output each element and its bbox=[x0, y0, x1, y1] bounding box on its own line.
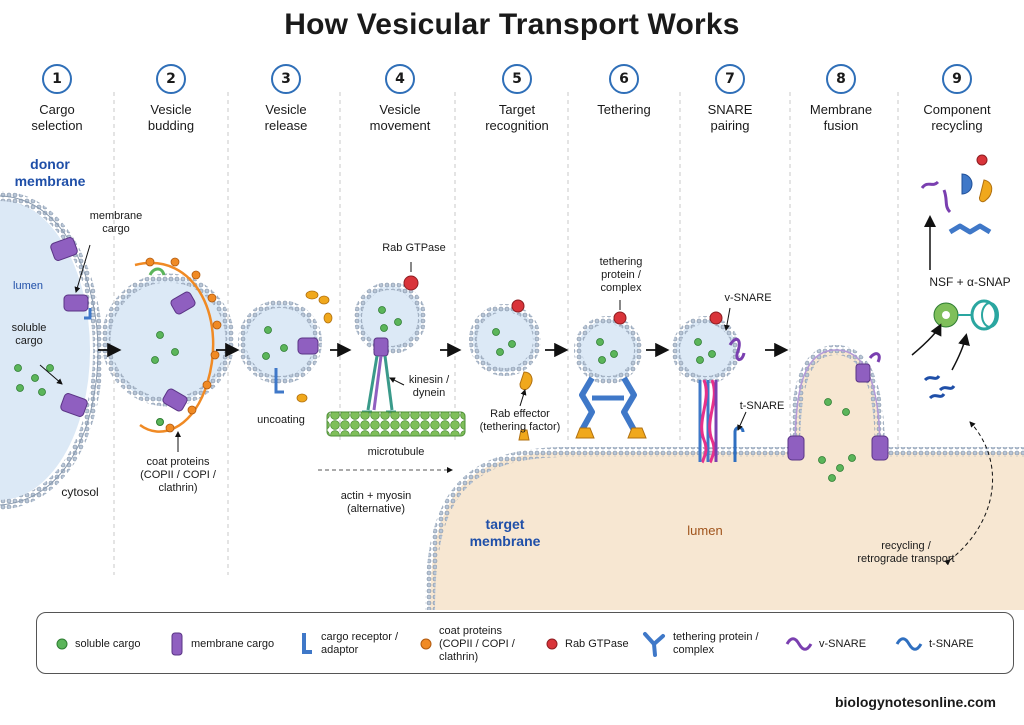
step-number: 4 bbox=[385, 64, 415, 94]
soluble-cargo-icon bbox=[56, 638, 68, 650]
motor-pointer bbox=[389, 377, 405, 386]
fusion-pore bbox=[787, 344, 889, 482]
v-snare-icon bbox=[785, 637, 813, 651]
step-label: Vesicle movement bbox=[369, 102, 431, 133]
legend-label: Rab GTPase bbox=[565, 637, 629, 650]
step-number: 5 bbox=[502, 64, 532, 94]
step-label: Vesicle budding bbox=[147, 102, 195, 133]
uncoating-label: uncoating bbox=[257, 414, 305, 426]
legend-label: t-SNARE bbox=[929, 637, 974, 650]
snare-vesicle bbox=[672, 311, 746, 464]
legend-label: cargo receptor / adaptor bbox=[321, 631, 399, 656]
step-number: 8 bbox=[826, 64, 856, 94]
soluble-cargo-pointer bbox=[39, 364, 63, 385]
step-label: Component recycling bbox=[923, 102, 991, 133]
budding-vesicle bbox=[101, 257, 235, 433]
legend-label: membrane cargo bbox=[191, 637, 275, 650]
tethered-vesicle bbox=[574, 311, 647, 439]
footer-site: biologynotesonline.com bbox=[834, 694, 996, 710]
rab-effector-label: Rab effector (tethering factor) bbox=[479, 408, 561, 433]
tsnare-pointer bbox=[737, 411, 747, 431]
v-snare-label: v-SNARE bbox=[724, 292, 772, 304]
legend-label: soluble cargo bbox=[75, 637, 141, 650]
lumen-left-label: lumen bbox=[13, 280, 43, 292]
step-label: Vesicle release bbox=[264, 102, 308, 133]
membrane-cargo-pointer bbox=[74, 244, 91, 293]
legend-item-cargo-receptor: cargo receptor / adaptor bbox=[299, 613, 398, 675]
step-label: Cargo selection bbox=[31, 102, 83, 133]
effector-pointer bbox=[519, 389, 527, 407]
donor-compartment bbox=[0, 191, 104, 510]
coat-proteins-label: coat proteins (COPII / COPI / clathrin) bbox=[140, 456, 216, 494]
step-number: 9 bbox=[942, 64, 972, 94]
actin-myosin-label: actin + myosin (alternative) bbox=[340, 490, 412, 515]
legend-label: v-SNARE bbox=[819, 637, 867, 650]
legend-item-coat-proteins: coat proteins (COPII / COPI / clathrin) bbox=[419, 613, 515, 675]
legend-item-rab-gtpase: Rab GTPase bbox=[545, 613, 629, 675]
recognition-vesicle bbox=[469, 299, 541, 441]
legend-label: coat proteins (COPII / COPI / clathrin) bbox=[439, 624, 515, 663]
step-label: Tethering bbox=[597, 102, 651, 117]
legend-item-v-snare: v-SNARE bbox=[785, 613, 866, 675]
legend-label: tethering protein / complex bbox=[673, 631, 759, 656]
step-label: Target recognition bbox=[485, 102, 549, 133]
nsf-complex-icon bbox=[933, 299, 999, 331]
step-number: 3 bbox=[271, 64, 301, 94]
coat-protein-icon bbox=[420, 638, 432, 650]
target-compartment bbox=[425, 447, 1024, 610]
soluble-cargo-label: soluble cargo bbox=[11, 322, 47, 347]
step-number: 1 bbox=[42, 64, 72, 94]
tethering-protein-icon bbox=[643, 632, 665, 657]
legend-item-membrane-cargo: membrane cargo bbox=[169, 613, 274, 675]
step-number: 2 bbox=[156, 64, 186, 94]
page-title: How Vesicular Transport Works bbox=[284, 8, 740, 41]
t-snare-icon bbox=[895, 637, 923, 651]
rab-gtpase-icon bbox=[546, 638, 558, 650]
recycling-label: recycling / retrograde transport bbox=[857, 540, 955, 565]
legend-item-soluble-cargo: soluble cargo bbox=[55, 613, 140, 675]
step-number: 7 bbox=[715, 64, 745, 94]
step-number: 6 bbox=[609, 64, 639, 94]
step-label: SNARE pairing bbox=[707, 102, 753, 133]
legend-item-tethering-protein: tethering protein / complex bbox=[641, 613, 759, 675]
cargo-receptor-icon bbox=[302, 633, 312, 654]
vsnare-pointer bbox=[723, 307, 731, 331]
rab-gtpase-label: Rab GTPase bbox=[382, 242, 446, 254]
recycle-arrow-1 bbox=[911, 323, 942, 356]
step-label: Membrane fusion bbox=[809, 102, 873, 133]
nsf-snap-label: NSF + α-SNAP bbox=[929, 275, 1011, 289]
soluble-cargo-dots bbox=[14, 364, 54, 396]
membrane-cargo-label: membrane cargo bbox=[89, 210, 143, 235]
recycled-components bbox=[920, 154, 999, 400]
target-membrane-label: target membrane bbox=[469, 516, 541, 549]
t-snare-label: t-SNARE bbox=[739, 400, 785, 412]
recycle-arrow-2 bbox=[951, 333, 970, 371]
motor-vesicle bbox=[326, 275, 466, 437]
lumen-right-label: lumen bbox=[687, 523, 723, 538]
cytosol-label: cytosol bbox=[61, 485, 99, 499]
retrograde-arrow bbox=[944, 421, 994, 566]
diagram-canvas bbox=[0, 92, 1024, 610]
microtubule-label: microtubule bbox=[367, 446, 425, 458]
tethering-complex-label: tethering protein / complex bbox=[599, 256, 643, 294]
kinesin-dynein-label: kinesin / dynein bbox=[408, 374, 450, 399]
released-vesicle bbox=[238, 290, 333, 403]
membrane-cargo-icon bbox=[171, 632, 183, 656]
legend-item-t-snare: t-SNARE bbox=[895, 613, 974, 675]
legend-box: soluble cargo membrane cargo cargo recep… bbox=[36, 612, 1014, 674]
donor-membrane-label: donor membrane bbox=[14, 156, 86, 189]
